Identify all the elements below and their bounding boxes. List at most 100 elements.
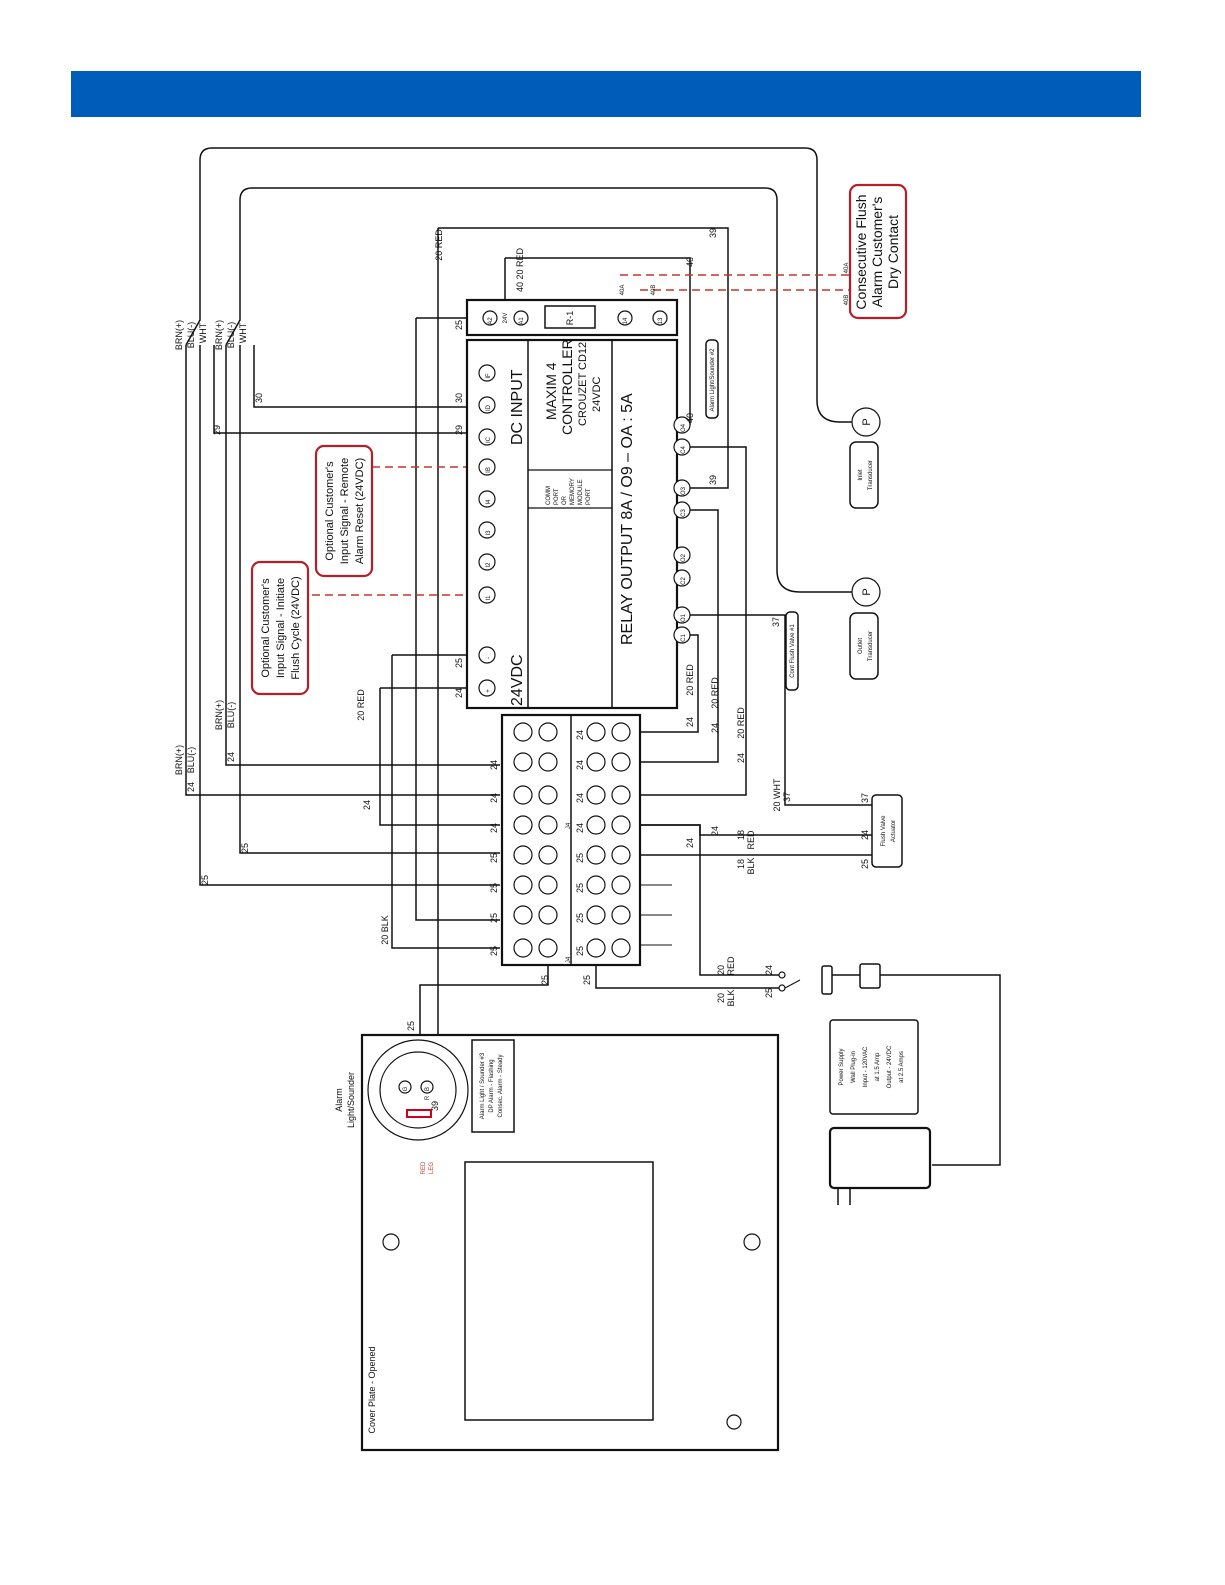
wire-label: 25: [860, 859, 870, 869]
terminal-right-label: 25: [575, 883, 585, 893]
alarm-title: Light/Sounder: [346, 1072, 356, 1128]
terminal-screw: [586, 722, 606, 742]
wire-label: 25: [454, 658, 464, 668]
callout-remote-reset-text: Optional Customer's: [324, 461, 336, 561]
alarm-note: DP Alarm - Flashing: [489, 1059, 495, 1112]
alarm-note: Alarm Light / Sounder #3: [480, 1052, 486, 1119]
wire-label: 20 RED: [685, 664, 695, 696]
wire-color-label: WHT: [198, 322, 208, 343]
wire-label: 40A: [620, 285, 626, 296]
comm-port-label: PORT: [554, 488, 560, 505]
wire-label: RED: [746, 830, 756, 850]
terminal-screw: [538, 875, 558, 895]
alarm-note-box: [471, 1039, 515, 1133]
relay-terminal-label: A2: [488, 317, 494, 325]
wire-color-label: BLU(-): [186, 322, 196, 349]
wire-label: 24: [685, 717, 695, 727]
terminal-left-label: 24: [489, 823, 499, 833]
input-terminal: [478, 646, 496, 664]
terminal-right-label: 24: [575, 823, 585, 833]
input-terminal: [478, 458, 496, 476]
terminal-right-label: 24: [575, 760, 585, 770]
cont-flush-label: Cont Flush Valve #1: [790, 624, 796, 678]
wire-label: 20: [716, 965, 726, 975]
input-terminal-label: I4: [486, 499, 492, 505]
outlet-transducer-box: [849, 612, 879, 680]
relay-terminal-label: 14: [623, 317, 629, 324]
wire-label: 18: [736, 830, 746, 840]
relay-note: Alarm Light/Sounder #2: [710, 348, 716, 412]
terminal-right-label: 25: [575, 913, 585, 923]
wire-label: RED: [726, 956, 736, 976]
wire-label: 20 RED: [434, 229, 444, 261]
wire-label: 40: [685, 257, 695, 267]
wire-label: 39: [708, 475, 718, 485]
power-supply-label-box: [829, 1019, 919, 1115]
inlet-transducer-box: [849, 441, 879, 509]
terminal-screw: [586, 875, 606, 895]
relay-terminal-label: A1: [519, 317, 525, 325]
power-supply-text: at 1.5 Amp: [875, 1052, 881, 1081]
output-terminal-label: C1: [681, 634, 687, 642]
flush-valve-actuator-box: [871, 794, 903, 868]
dc-input-label: DC INPUT: [509, 369, 526, 445]
wire-label: 24: [362, 800, 372, 810]
callout-consecutive-text: Consecutive Flush: [853, 194, 869, 309]
terminal-screw: [538, 905, 558, 925]
relay-output-label: RELAY OUTPUT 8A / O9 – OA : 5A: [619, 393, 636, 645]
wire-label: BLK: [726, 989, 736, 1006]
jumper-label: J4: [566, 956, 572, 963]
relay-terminal: [513, 310, 529, 326]
alarm-term-b: B: [425, 1087, 431, 1091]
output-terminal-label: O4: [681, 423, 687, 432]
output-terminal-label: C3: [681, 509, 687, 517]
wire-color-label: BRN(+): [214, 700, 224, 730]
terminal-screw: [586, 938, 606, 958]
relay-terminal: [482, 310, 498, 326]
wire-label: 25: [764, 988, 774, 998]
wire-label: 24: [710, 723, 720, 733]
wire-color-label: BRN(+): [174, 745, 184, 775]
power-supply-text: Input - 120VAC: [863, 1046, 869, 1087]
wire-label: BLK: [746, 857, 756, 874]
terminal-left-label: 24: [489, 760, 499, 770]
wire-label: 40: [685, 413, 695, 423]
terminal-screw: [611, 815, 631, 835]
red-leg-label: RED: [421, 1161, 427, 1174]
terminal-right-label: 25: [575, 946, 585, 956]
inlet-pressure-symbol: [851, 407, 881, 437]
controller-title2: CONTROLLER: [559, 339, 575, 435]
wire-label: 24: [226, 752, 236, 762]
supply-label: 24VDC: [509, 654, 526, 706]
wire-color-label: BLU(-): [226, 702, 236, 729]
terminal-screw: [513, 938, 533, 958]
wire-label: 25: [240, 843, 250, 853]
controller-box: [465, 338, 679, 710]
wire-label: 24: [186, 782, 196, 792]
wire-label: 40A: [844, 263, 850, 274]
flush-valve-label: Actuator: [891, 820, 897, 842]
relay-note-box: [705, 339, 719, 419]
comm-port-label: OR: [562, 495, 568, 505]
terminal-screw: [513, 752, 533, 772]
output-terminal: [673, 569, 691, 587]
red-leg-label: LEG: [429, 1162, 435, 1174]
wire-label: 37: [782, 792, 792, 802]
wire-color-label: BLU(-): [186, 747, 196, 774]
comm-port-label: COMM: [546, 486, 552, 505]
terminal-screw: [513, 905, 533, 925]
input-terminal: [478, 428, 496, 446]
wire-label: 39: [430, 1101, 440, 1111]
terminal-right-label: 24: [575, 793, 585, 803]
callout-consecutive-text: Dry Contact: [885, 215, 901, 289]
inlet-transducer-label: Inlet: [858, 469, 864, 481]
terminal-screw: [513, 785, 533, 805]
wire-label: 18: [736, 859, 746, 869]
controller-title: MAXIM 4: [543, 362, 559, 420]
callout-remote-reset: [314, 444, 374, 578]
wire-label: 24: [860, 830, 870, 840]
flush-valve-label: Flush Valve: [881, 815, 887, 847]
inlet-pressure-letter: P: [861, 418, 873, 425]
cont-flush-label-box: [785, 611, 799, 691]
